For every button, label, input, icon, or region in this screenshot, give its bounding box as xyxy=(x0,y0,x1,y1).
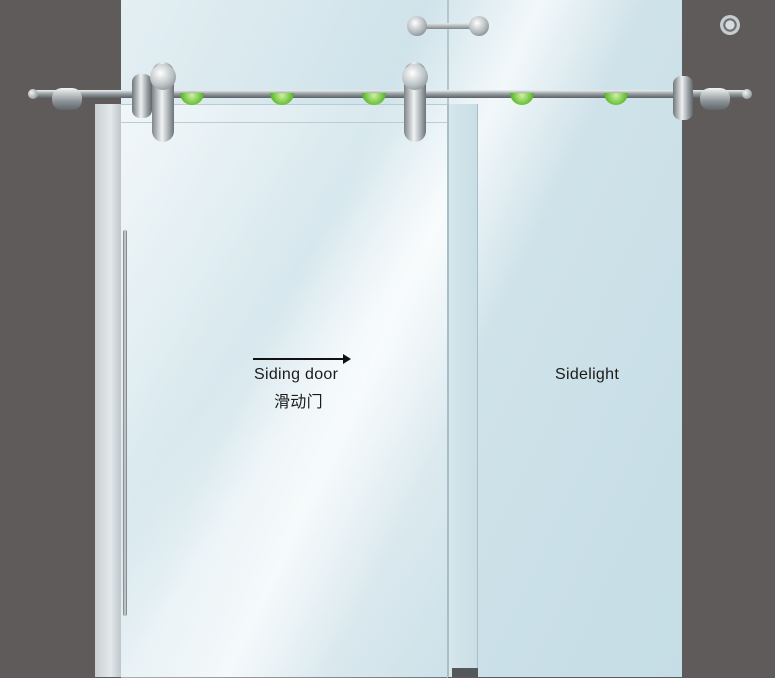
rail-end-cap-right xyxy=(742,89,752,99)
door-top-edge-line xyxy=(121,122,447,123)
rail-stopper-left xyxy=(132,74,152,118)
right-wall xyxy=(682,0,775,677)
glass-connector-fitting xyxy=(407,16,489,36)
glass-joint-line xyxy=(447,0,449,104)
sidelight-label: Sidelight xyxy=(555,366,620,383)
rail-spacer-5 xyxy=(604,93,628,105)
roller-wheel-left xyxy=(150,64,176,90)
rail-spacer-4 xyxy=(510,93,534,105)
sidelight-edge xyxy=(448,104,478,677)
wall-bracket-right xyxy=(700,88,730,110)
connector-knob-left xyxy=(407,16,427,36)
roller-wheel-right xyxy=(402,64,428,90)
sliding-track-rail xyxy=(30,90,750,98)
door-label-chinese: 滑动门 xyxy=(274,394,323,411)
rail-spacer-1 xyxy=(180,93,204,105)
door-label: Siding door xyxy=(254,366,339,383)
rail-stopper-right xyxy=(673,76,693,120)
rail-spacer-3 xyxy=(362,93,386,105)
rail-end-cap-left xyxy=(28,89,38,99)
floor-stop xyxy=(452,668,478,677)
door-glass-edge xyxy=(95,104,121,677)
wall-bolt-icon xyxy=(720,15,740,35)
connector-knob-right xyxy=(469,16,489,36)
door-handle xyxy=(123,230,127,616)
slide-direction-arrow-icon xyxy=(253,354,351,364)
wall-bracket-left xyxy=(52,88,82,110)
rail-spacer-2 xyxy=(270,93,294,105)
connector-bar xyxy=(425,23,471,29)
